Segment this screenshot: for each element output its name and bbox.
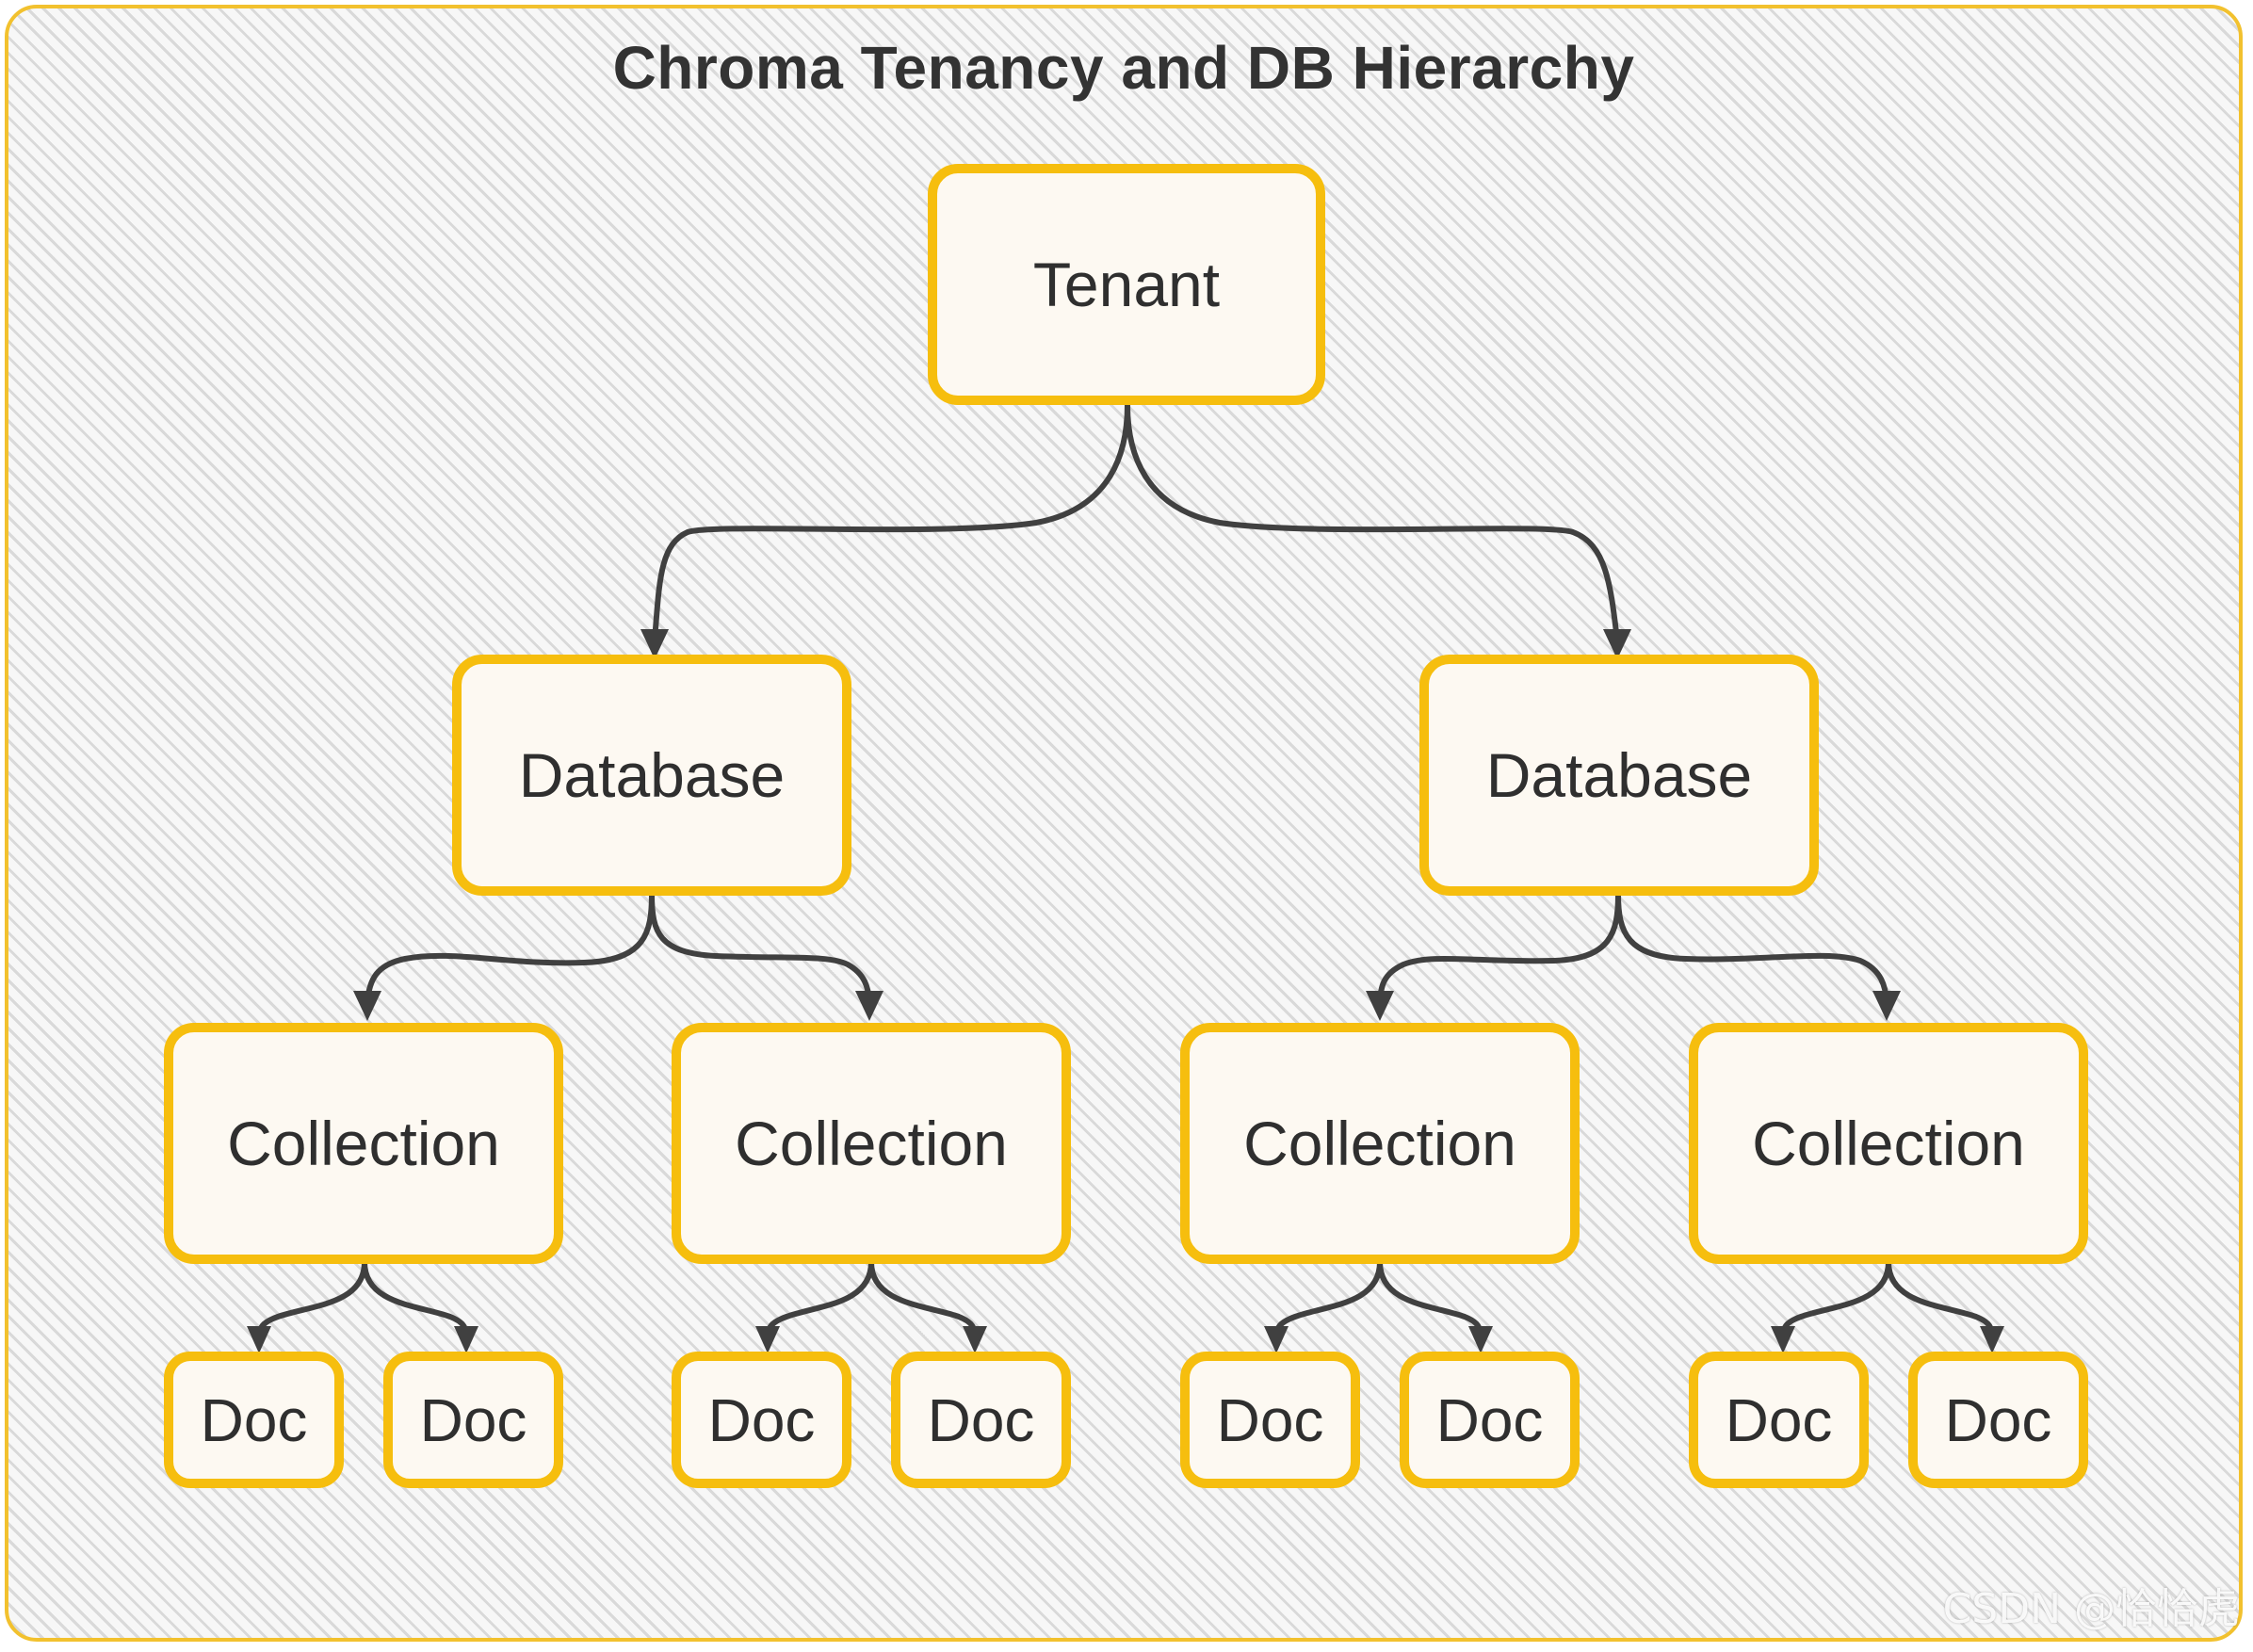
edge-db2-col3 xyxy=(1366,894,1621,1021)
node-database-2: Database xyxy=(1419,655,1819,896)
edge-tenant-db1 xyxy=(640,404,1130,659)
edge-col3-doc6 xyxy=(1377,1261,1493,1353)
node-doc-2-label: Doc xyxy=(419,1385,527,1454)
node-doc-4-label: Doc xyxy=(927,1385,1035,1454)
diagram-title: Chroma Tenancy and DB Hierarchy xyxy=(612,34,1635,102)
node-doc-8: Doc xyxy=(1908,1352,2088,1488)
node-doc-7: Doc xyxy=(1689,1352,1869,1488)
node-collection-2: Collection xyxy=(672,1023,1071,1264)
node-doc-6-label: Doc xyxy=(1435,1385,1544,1454)
node-collection-4: Collection xyxy=(1689,1023,2088,1264)
node-database-1-label: Database xyxy=(518,740,786,810)
watermark-text: CSDN @恰恰虎 xyxy=(1942,1585,2240,1633)
edge-col4-doc7 xyxy=(1771,1261,1891,1353)
node-collection-4-label: Collection xyxy=(1752,1109,2025,1178)
node-doc-2: Doc xyxy=(383,1352,563,1488)
node-tenant: Tenant xyxy=(928,164,1325,405)
node-database-2-label: Database xyxy=(1485,740,1753,810)
node-doc-3-label: Doc xyxy=(707,1385,816,1454)
edge-col1-doc1 xyxy=(247,1261,367,1353)
node-doc-5-label: Doc xyxy=(1216,1385,1324,1454)
node-doc-1-label: Doc xyxy=(200,1385,308,1454)
node-collection-1-label: Collection xyxy=(227,1109,500,1178)
edge-col4-doc8 xyxy=(1886,1261,2004,1353)
edge-db2-col4 xyxy=(1615,894,1901,1021)
edge-col1-doc2 xyxy=(362,1261,478,1353)
node-doc-7-label: Doc xyxy=(1725,1385,1833,1454)
edge-col3-doc5 xyxy=(1264,1261,1383,1353)
node-database-1: Database xyxy=(452,655,851,896)
node-tenant-label: Tenant xyxy=(1032,250,1221,319)
edge-tenant-db2 xyxy=(1125,404,1631,659)
edge-db1-col2 xyxy=(649,894,883,1021)
node-doc-8-label: Doc xyxy=(1944,1385,2052,1454)
node-doc-1: Doc xyxy=(164,1352,344,1488)
node-collection-1: Collection xyxy=(164,1023,563,1264)
node-doc-4: Doc xyxy=(891,1352,1071,1488)
node-doc-6: Doc xyxy=(1400,1352,1580,1488)
edge-db1-col1 xyxy=(353,894,655,1021)
node-collection-2-label: Collection xyxy=(735,1109,1008,1178)
node-doc-5: Doc xyxy=(1180,1352,1360,1488)
edge-col2-doc3 xyxy=(755,1261,874,1353)
node-collection-3-label: Collection xyxy=(1243,1109,1516,1178)
node-collection-3: Collection xyxy=(1180,1023,1580,1264)
node-doc-3: Doc xyxy=(672,1352,851,1488)
edge-col2-doc4 xyxy=(868,1261,987,1353)
